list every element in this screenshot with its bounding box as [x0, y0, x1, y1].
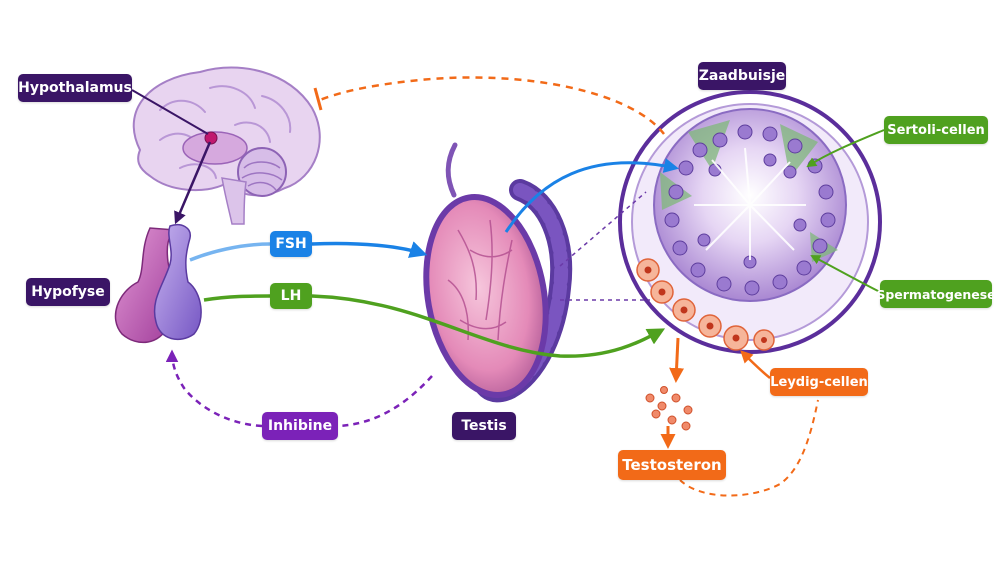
tubule-illustration — [618, 90, 882, 354]
brain-illustration — [132, 66, 321, 225]
inhibine-label: Inhibine — [262, 412, 338, 440]
spermatogenese-pointer — [810, 255, 881, 293]
testis-illustration — [423, 142, 573, 403]
fsh-label: FSH — [270, 231, 312, 257]
inhibine-feedback-arrow — [172, 352, 433, 428]
lh-arrow — [203, 294, 271, 302]
leydig-to-testosterone-arrow — [669, 337, 685, 383]
fsh-arrow-to-testis — [311, 241, 428, 258]
testosterone-molecules — [645, 386, 693, 431]
lh-arrow-to-leydig — [311, 294, 666, 358]
leydig-loop-dashed — [679, 399, 819, 497]
testosterone-feedback-arrow — [319, 76, 665, 135]
testis-label: Testis — [452, 412, 516, 440]
leydig-label: Leydig-cellen — [770, 368, 868, 396]
hypothalamus-to-pituitary-arrow — [174, 141, 212, 225]
spermatogenese-label: Spermatogenese — [876, 280, 996, 308]
sertoli-pointer — [806, 129, 885, 168]
sertoli-label: Sertoli-cellen — [884, 116, 988, 144]
leydig-label-pointer — [740, 350, 771, 379]
fsh-arrow — [189, 242, 271, 262]
leydig-cells — [636, 258, 775, 351]
testis-to-tubule-arrow — [504, 158, 679, 233]
feedback-inhibit-bar — [313, 87, 323, 111]
testis-tubule-zoom-line-1 — [559, 191, 647, 267]
pituitary-illustration — [114, 224, 202, 344]
cerebellum-illustration — [237, 147, 287, 197]
hypofyse-label: Hypofyse — [26, 278, 110, 306]
tubule-cells — [664, 124, 836, 296]
zaadbuisje-label: Zaadbuisje — [698, 62, 786, 90]
hypothalamus-label: Hypothalamus — [18, 74, 132, 102]
testosteron-label: Testosteron — [618, 450, 726, 480]
hypothalamus-pointer — [131, 89, 209, 135]
lh-label: LH — [270, 283, 312, 309]
